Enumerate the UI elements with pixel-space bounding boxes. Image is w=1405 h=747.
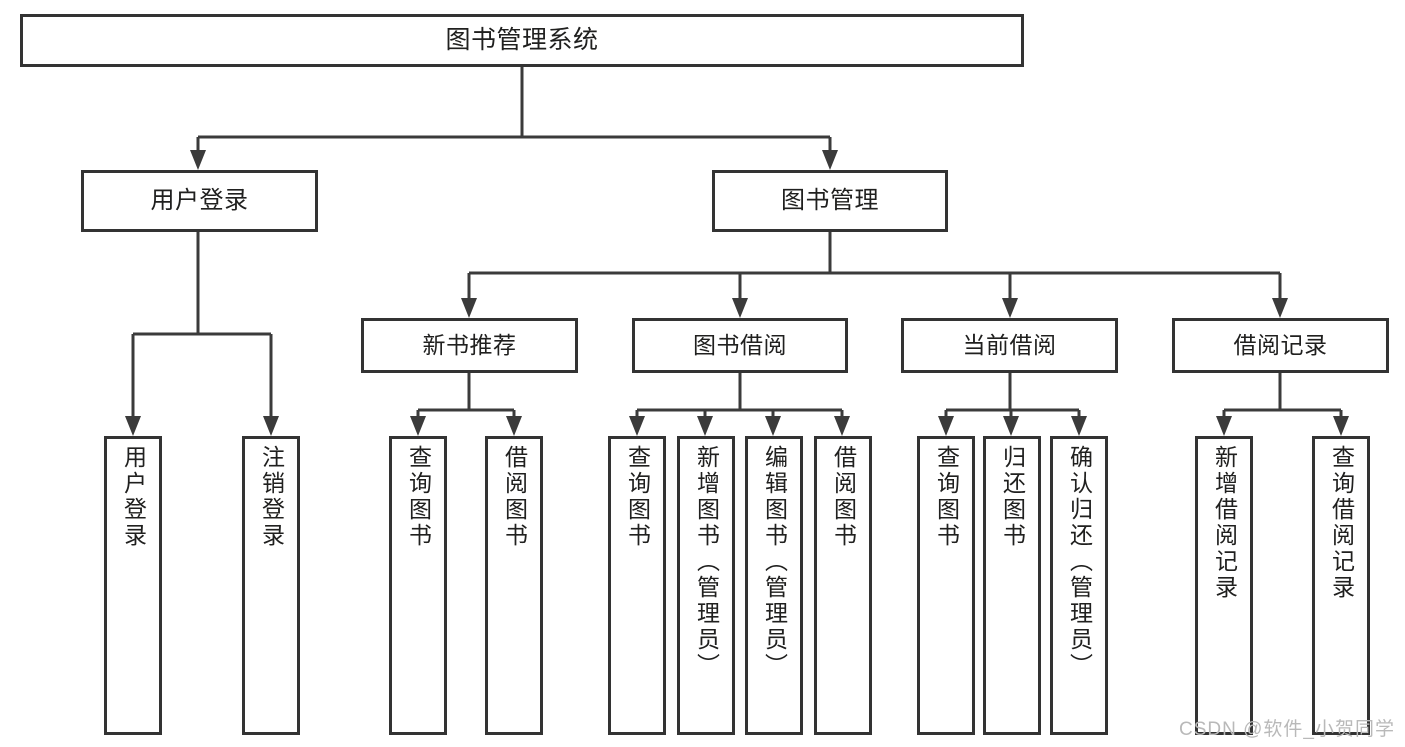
- node-label: 借阅图书: [830, 445, 857, 549]
- leaf-current-return-book[interactable]: 归还图书: [983, 436, 1041, 735]
- leaf-user-login-logout[interactable]: 注销登录: [242, 436, 300, 735]
- leaf-borrow-query-book[interactable]: 查询图书: [608, 436, 666, 735]
- node-label: 查询图书: [405, 445, 432, 549]
- node-label: 编辑图书（管理员）: [761, 445, 788, 679]
- node-label: 借阅记录: [1233, 332, 1328, 359]
- leaf-borrow-edit-book-admin[interactable]: 编辑图书（管理员）: [745, 436, 803, 735]
- leaf-new-book-borrow-book[interactable]: 借阅图书: [485, 436, 543, 735]
- node-label: 用户登录: [150, 187, 249, 214]
- node-label: 归还图书: [999, 445, 1026, 549]
- node-book-management[interactable]: 图书管理: [712, 170, 948, 232]
- node-label: 新书推荐: [422, 332, 517, 359]
- node-label: 查询借阅记录: [1328, 445, 1355, 601]
- node-label: 借阅图书: [501, 445, 528, 549]
- leaf-record-add-borrow-record[interactable]: 新增借阅记录: [1195, 436, 1253, 735]
- node-label: 图书管理系统: [445, 25, 599, 54]
- node-label: 新增图书（管理员）: [693, 445, 720, 679]
- node-new-book-recommendation[interactable]: 新书推荐: [361, 318, 578, 373]
- leaf-current-query-book[interactable]: 查询图书: [917, 436, 975, 735]
- node-label: 新增借阅记录: [1211, 445, 1238, 601]
- leaf-user-login-login[interactable]: 用户登录: [104, 436, 162, 735]
- node-label: 用户登录: [120, 445, 147, 549]
- leaf-borrow-add-book-admin[interactable]: 新增图书（管理员）: [677, 436, 735, 735]
- node-label: 查询图书: [933, 445, 960, 549]
- node-label: 图书借阅: [693, 332, 787, 359]
- node-label: 注销登录: [258, 445, 285, 549]
- leaf-borrow-borrow-book[interactable]: 借阅图书: [814, 436, 872, 735]
- node-label: 确认归还（管理员）: [1066, 445, 1093, 679]
- node-root-book-management-system[interactable]: 图书管理系统: [20, 14, 1024, 67]
- node-current-borrowing[interactable]: 当前借阅: [901, 318, 1118, 373]
- node-label: 查询图书: [624, 445, 651, 549]
- node-user-login[interactable]: 用户登录: [81, 170, 318, 232]
- node-borrowing-record[interactable]: 借阅记录: [1172, 318, 1389, 373]
- node-book-borrowing[interactable]: 图书借阅: [632, 318, 848, 373]
- leaf-new-book-query-book[interactable]: 查询图书: [389, 436, 447, 735]
- node-label: 当前借阅: [962, 332, 1057, 359]
- watermark-text: CSDN @软件_小贺同学: [1179, 719, 1395, 740]
- leaf-current-confirm-return-admin[interactable]: 确认归还（管理员）: [1050, 436, 1108, 735]
- node-label: 图书管理: [781, 187, 879, 214]
- leaf-record-query-borrow-record[interactable]: 查询借阅记录: [1312, 436, 1370, 735]
